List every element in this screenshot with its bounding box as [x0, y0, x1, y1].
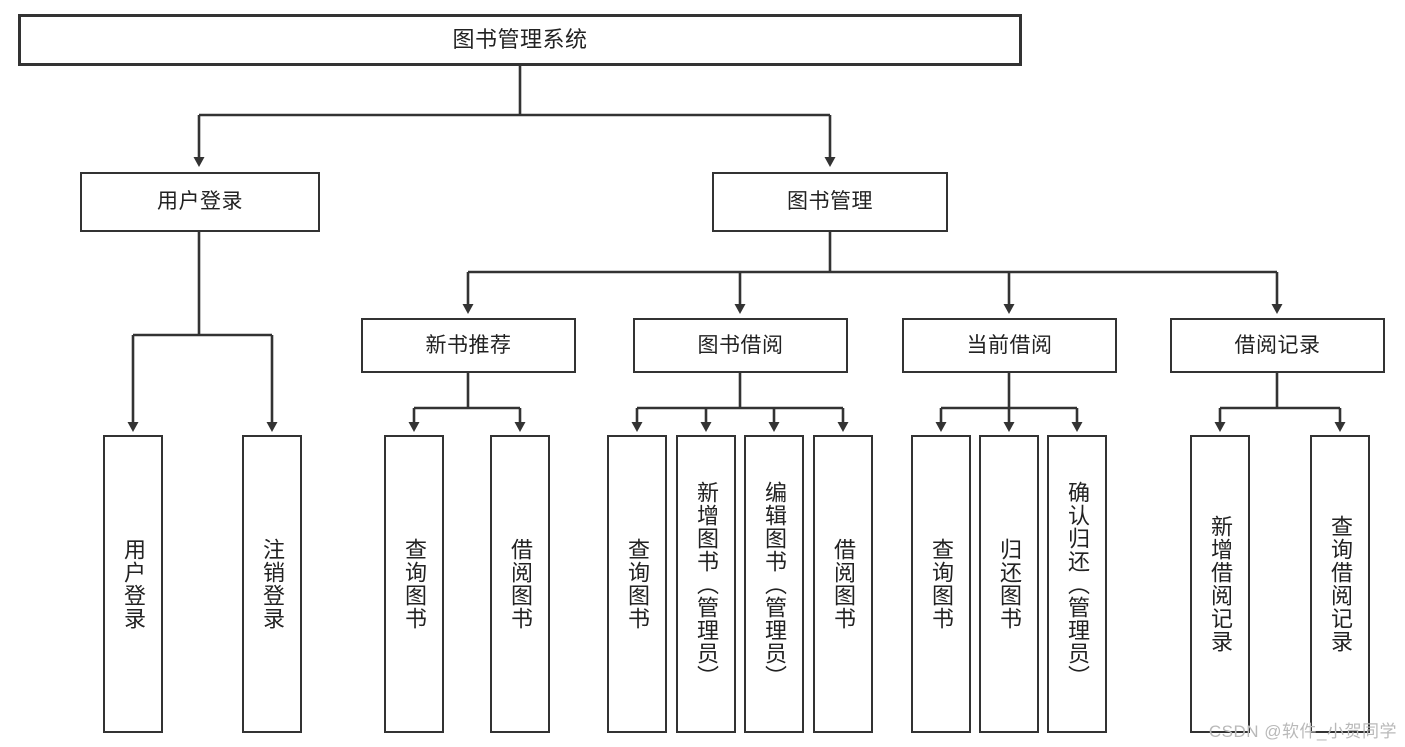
- node-label: 用户登录: [157, 190, 243, 214]
- node-borrow-record[interactable]: 借阅记录: [1170, 318, 1385, 373]
- node-root-system[interactable]: 图书管理系统: [18, 14, 1022, 66]
- node-label: 新书推荐: [425, 333, 512, 357]
- leaf-borrow-book-new[interactable]: 借阅图书: [490, 435, 550, 733]
- leaf-edit-book-admin[interactable]: 编辑图书（管理员）: [744, 435, 804, 733]
- node-label: 新增借阅记录: [1207, 515, 1233, 653]
- leaf-query-borrow-record[interactable]: 查询借阅记录: [1310, 435, 1370, 733]
- node-label: 查询图书: [401, 538, 427, 630]
- node-label: 图书管理系统: [452, 26, 588, 52]
- node-label: 编辑图书（管理员）: [761, 480, 787, 688]
- leaf-query-book-borrow[interactable]: 查询图书: [607, 435, 667, 733]
- node-label: 图书管理: [787, 190, 873, 214]
- leaf-add-book-admin[interactable]: 新增图书（管理员）: [676, 435, 736, 733]
- leaf-query-book-new[interactable]: 查询图书: [384, 435, 444, 733]
- node-label: 借阅图书: [507, 538, 533, 630]
- csdn-watermark: CSDN @软件_小贺同学: [1208, 722, 1397, 741]
- node-user-login[interactable]: 用户登录: [80, 172, 320, 232]
- node-book-management[interactable]: 图书管理: [712, 172, 948, 232]
- node-label: 查询借阅记录: [1327, 515, 1353, 653]
- leaf-query-book-current[interactable]: 查询图书: [911, 435, 971, 733]
- leaf-logout[interactable]: 注销登录: [242, 435, 302, 733]
- node-label: 查询图书: [624, 538, 650, 630]
- node-current-borrow[interactable]: 当前借阅: [902, 318, 1117, 373]
- node-label: 图书借阅: [697, 333, 784, 357]
- node-label: 借阅记录: [1234, 333, 1321, 357]
- leaf-borrow-book[interactable]: 借阅图书: [813, 435, 873, 733]
- node-label: 借阅图书: [830, 538, 856, 630]
- node-label: 用户登录: [120, 538, 146, 630]
- node-label: 注销登录: [259, 538, 285, 630]
- node-label: 确认归还（管理员）: [1064, 480, 1090, 688]
- leaf-confirm-return-admin[interactable]: 确认归还（管理员）: [1047, 435, 1107, 733]
- node-label: 查询图书: [928, 538, 954, 630]
- node-new-book-recommend[interactable]: 新书推荐: [361, 318, 576, 373]
- node-book-borrow[interactable]: 图书借阅: [633, 318, 848, 373]
- leaf-user-login[interactable]: 用户登录: [103, 435, 163, 733]
- node-label: 当前借阅: [966, 333, 1053, 357]
- leaf-return-book[interactable]: 归还图书: [979, 435, 1039, 733]
- leaf-add-borrow-record[interactable]: 新增借阅记录: [1190, 435, 1250, 733]
- node-label: 归还图书: [996, 538, 1022, 630]
- node-label: 新增图书（管理员）: [693, 480, 719, 688]
